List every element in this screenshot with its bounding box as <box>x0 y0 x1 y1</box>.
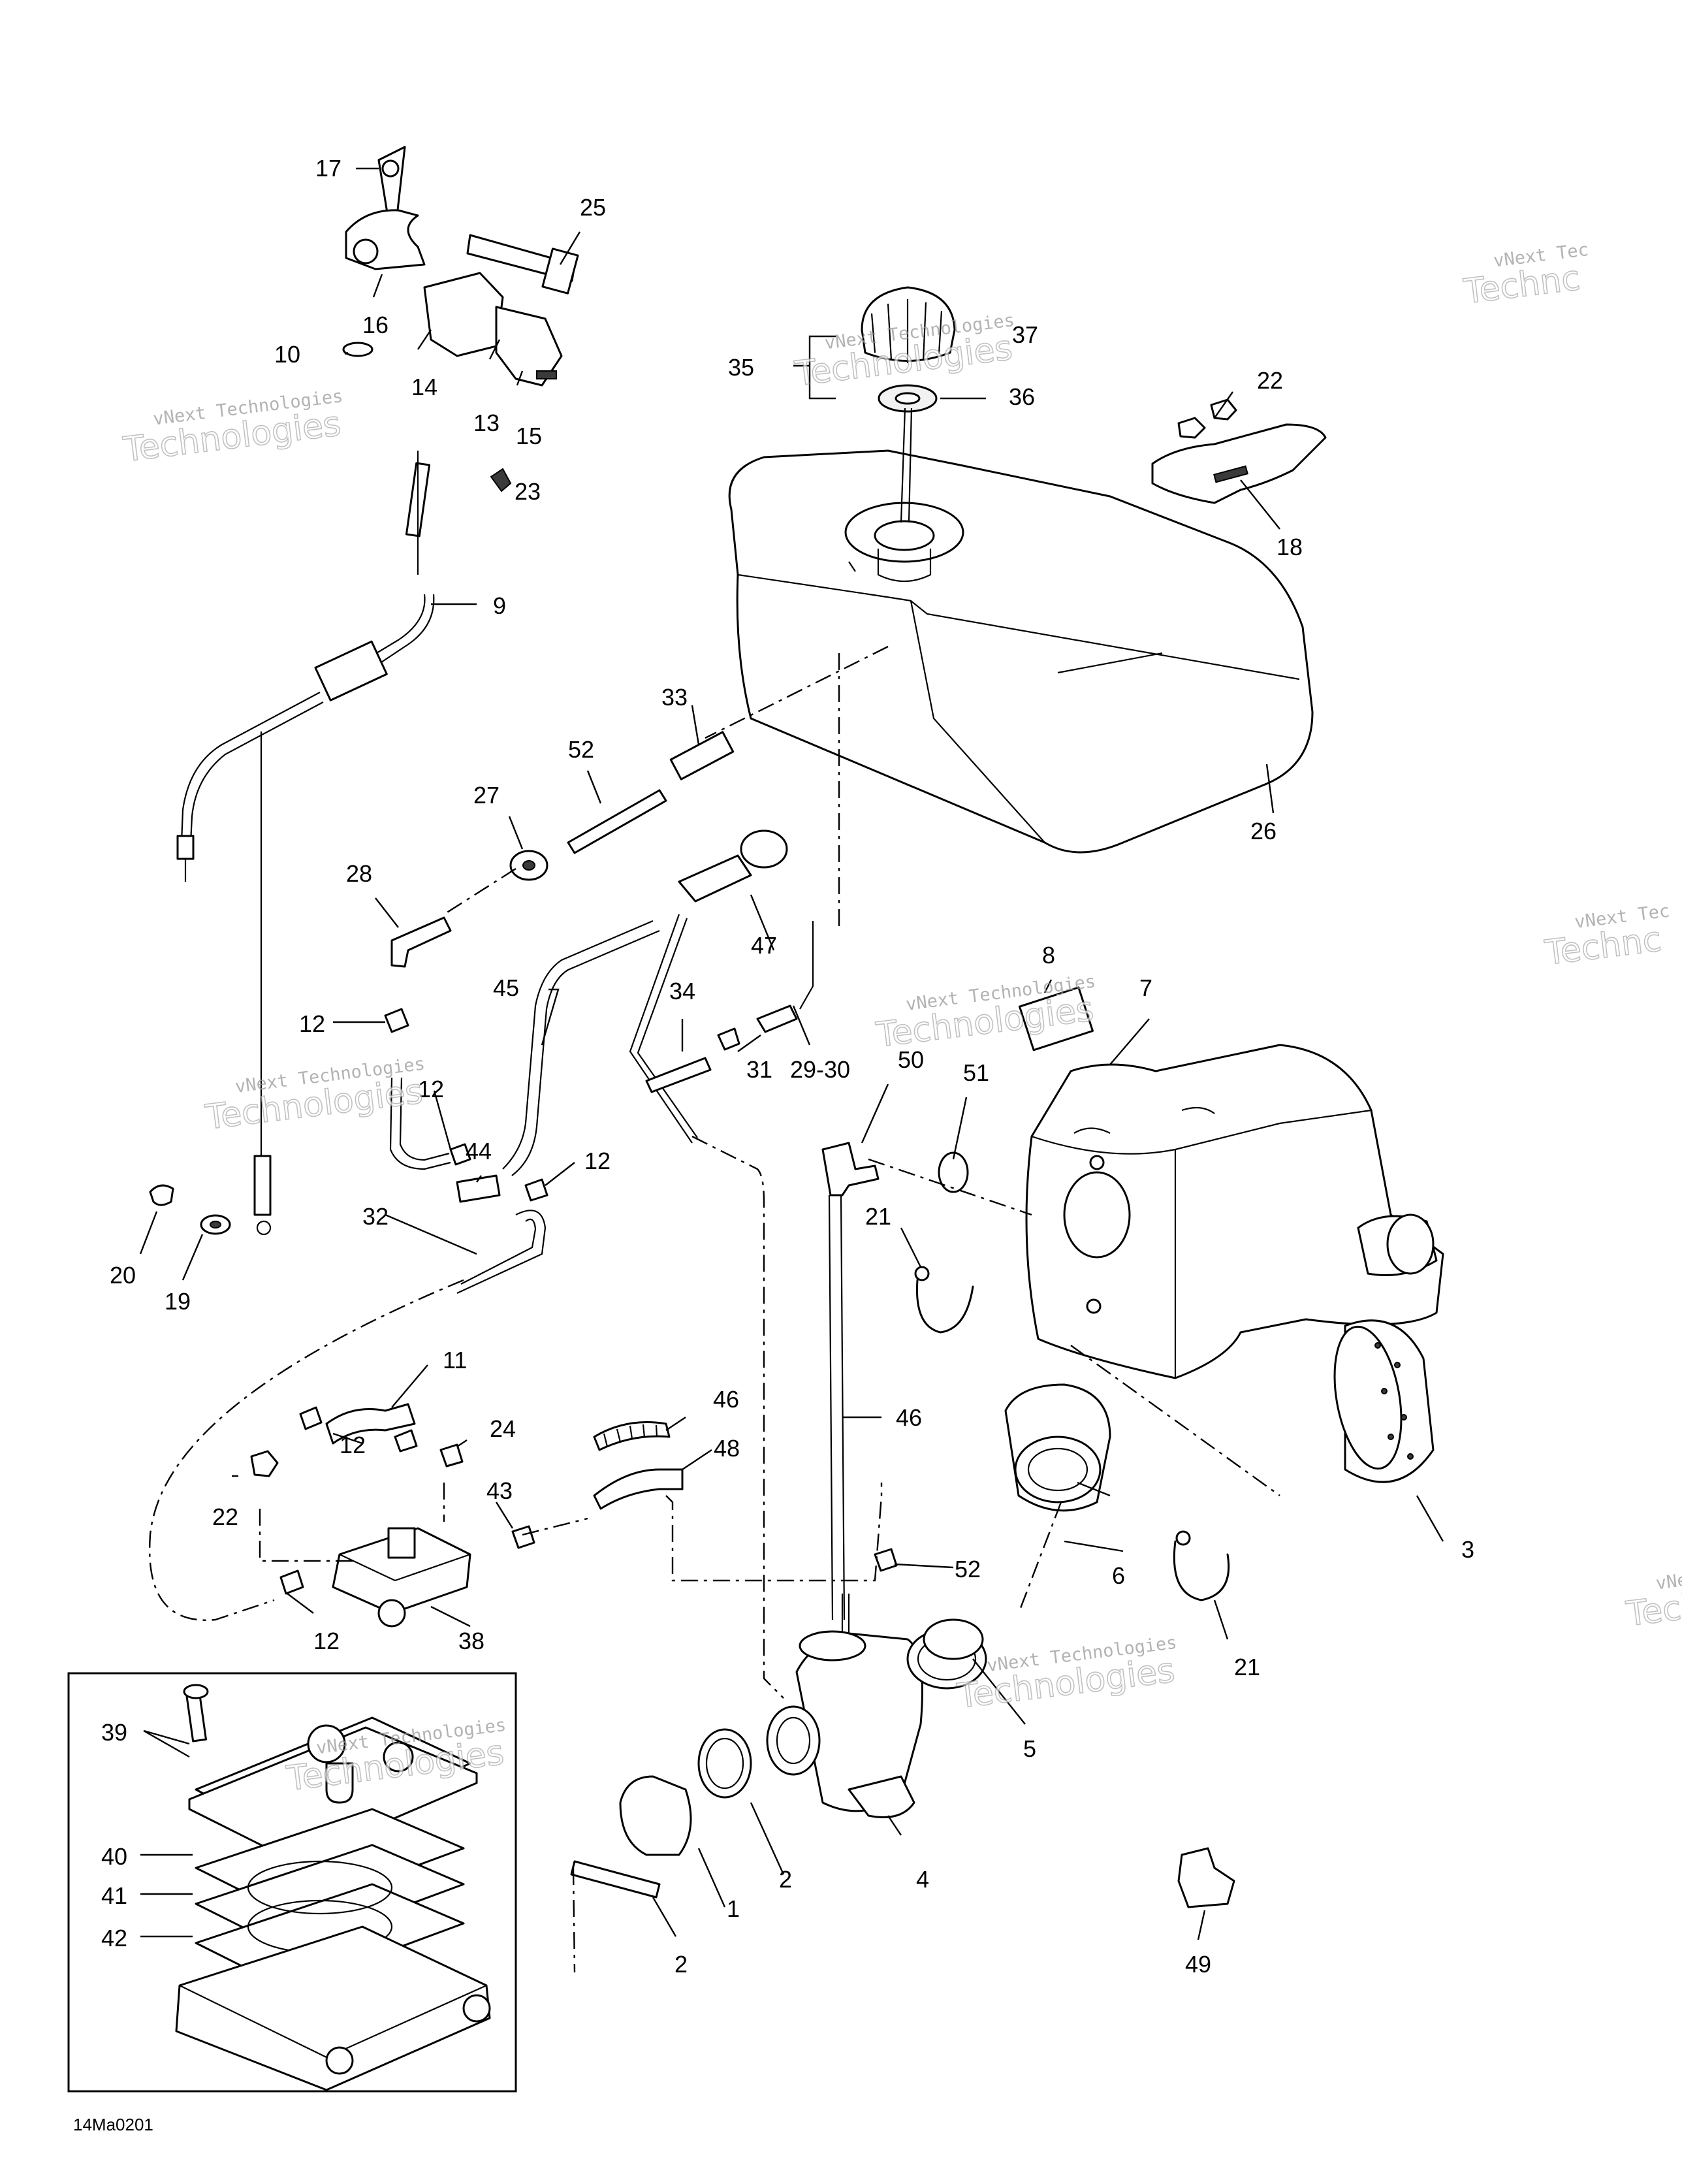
callout-43: 43 <box>486 1477 513 1504</box>
callout-4: 4 <box>916 1866 929 1893</box>
callout-1: 1 <box>727 1895 740 1922</box>
callout-51: 51 <box>963 1059 989 1086</box>
callout-46-b: 46 <box>896 1404 922 1431</box>
callout-37: 37 <box>1012 321 1038 348</box>
fuel-tank <box>728 449 1314 854</box>
callout-24: 24 <box>490 1415 516 1442</box>
callout-12-a: 12 <box>299 1010 325 1037</box>
callout-21-a: 21 <box>865 1203 891 1230</box>
callout-16: 16 <box>362 312 389 338</box>
callout-22-left: 22 <box>212 1503 238 1530</box>
callout-42: 42 <box>101 1925 127 1951</box>
callout-28: 28 <box>346 860 372 887</box>
callout-52-bottom: 52 <box>955 1556 981 1582</box>
callout-11: 11 <box>443 1347 467 1373</box>
callout-41: 41 <box>101 1882 127 1909</box>
figure-id: 14Ma0201 <box>73 2115 153 2134</box>
air-silencer <box>1018 986 1444 1379</box>
throttle-cable <box>176 451 435 1236</box>
callout-34: 34 <box>669 978 695 1004</box>
callout-5: 5 <box>1023 1735 1036 1762</box>
callout-49: 49 <box>1185 1951 1211 1978</box>
callout-21-b: 21 <box>1234 1654 1260 1680</box>
callout-40: 40 <box>101 1843 127 1870</box>
callout-12-e: 12 <box>313 1628 340 1654</box>
callout-44: 44 <box>466 1138 492 1164</box>
callout-36: 36 <box>1009 383 1035 410</box>
callout-2-right: 2 <box>779 1866 792 1893</box>
callout-32: 32 <box>362 1203 389 1230</box>
callout-25: 25 <box>580 194 606 221</box>
callout-35: 35 <box>728 354 754 381</box>
callout-12-c: 12 <box>584 1148 611 1174</box>
callout-9: 9 <box>493 592 506 619</box>
callout-19: 19 <box>165 1288 191 1315</box>
callout-26: 26 <box>1250 818 1277 844</box>
callout-33: 33 <box>661 684 688 711</box>
callout-8: 8 <box>1042 942 1055 969</box>
callout-38: 38 <box>458 1628 484 1654</box>
callout-29-30: 29-30 <box>790 1056 850 1083</box>
callout-13: 13 <box>473 410 500 436</box>
callout-10: 10 <box>274 341 300 368</box>
watermark-text: Technc <box>1461 259 1582 312</box>
callout-39: 39 <box>101 1719 127 1746</box>
callout-6: 6 <box>1112 1562 1125 1589</box>
fuel-pump <box>332 1527 471 1628</box>
callout-18: 18 <box>1277 534 1303 560</box>
air-silencer-clamps <box>914 1266 1230 1601</box>
fuel-cap-assembly <box>861 286 956 523</box>
callout-23: 23 <box>515 478 541 505</box>
callout-12-d: 12 <box>340 1432 366 1458</box>
callout-31: 31 <box>746 1056 772 1083</box>
tank-mounting-bracket <box>1151 398 1327 504</box>
callout-7: 7 <box>1139 974 1152 1001</box>
fuel-pump-exploded-detail <box>175 1684 491 2091</box>
callout-47: 47 <box>751 932 777 959</box>
callout-12-b: 12 <box>418 1076 444 1102</box>
callout-17: 17 <box>315 155 341 182</box>
throttle-lever-assembly <box>342 146 579 387</box>
callout-2-left: 2 <box>674 1951 688 1978</box>
callout-15: 15 <box>516 423 542 449</box>
air-filter <box>1333 1319 1435 1483</box>
callout-14: 14 <box>411 374 437 400</box>
watermark-text: Technc <box>1543 920 1664 972</box>
callout-27: 27 <box>473 782 500 809</box>
callout-numbers: 17 25 16 10 14 13 15 23 9 35 37 36 22 18… <box>73 155 1474 2134</box>
assembly-routing-lines <box>149 645 1280 1973</box>
watermark-text: Technc <box>1624 1581 1682 1634</box>
callout-3: 3 <box>1461 1536 1474 1563</box>
callout-leader-lines <box>139 167 1444 1940</box>
callout-22-top: 22 <box>1257 367 1283 394</box>
callout-45: 45 <box>493 974 519 1001</box>
callout-52-top: 52 <box>568 736 594 763</box>
callout-20: 20 <box>110 1262 136 1289</box>
fuel-lines-and-fittings <box>149 468 1235 1908</box>
callout-46-a: 46 <box>713 1386 739 1413</box>
callout-50: 50 <box>898 1046 924 1073</box>
fuel-pump-detail-inset <box>67 1672 517 2093</box>
carburetor-boot <box>1004 1383 1111 1512</box>
carburetor <box>766 1594 923 1818</box>
callout-48: 48 <box>714 1435 740 1462</box>
